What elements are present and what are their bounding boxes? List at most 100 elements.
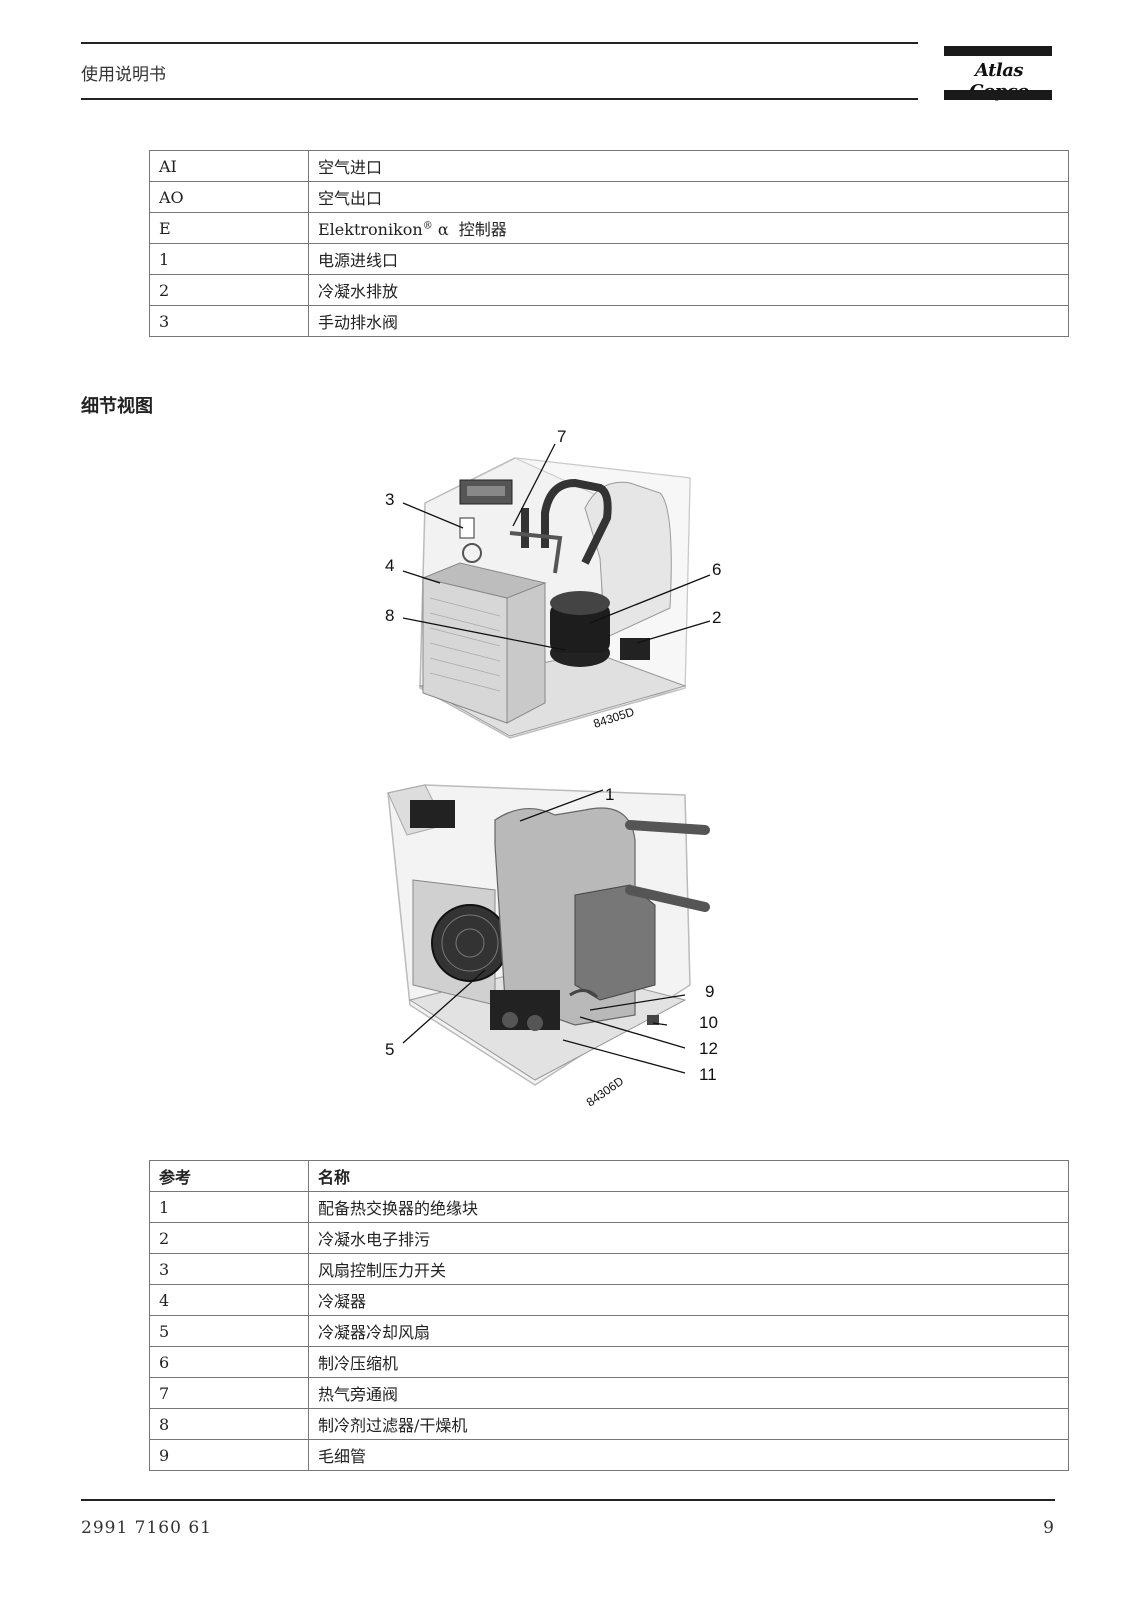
page-number: 9	[1043, 1518, 1054, 1538]
compressor	[550, 603, 610, 653]
controller-name: Elektronikon	[318, 220, 423, 239]
name-cell: 冷凝器冷却风扇	[308, 1315, 1069, 1347]
name-cell: 风扇控制压力开关	[308, 1253, 1069, 1285]
compressor-top	[550, 591, 610, 615]
name-cell: 电源进线口	[308, 243, 1069, 275]
fitting	[502, 1012, 518, 1028]
callout-12: 12	[699, 1039, 718, 1058]
callout-leaders	[402, 443, 711, 651]
fan-guard-inner	[455, 928, 485, 958]
ref-cell: AI	[149, 150, 309, 182]
capillary-tube	[569, 989, 599, 999]
name-cell: 制冷剂过滤器/干燥机	[308, 1408, 1069, 1440]
ref-cell: AO	[149, 181, 309, 213]
name-cell: 冷凝水电子排污	[308, 1222, 1069, 1254]
condenser-side	[506, 582, 546, 724]
electronic-drain	[620, 638, 650, 660]
header-rule-bottom	[81, 98, 918, 100]
terminal-box	[410, 800, 455, 828]
ref-cell: 6	[149, 1346, 309, 1378]
ref-cell: 7	[149, 1377, 309, 1409]
callout-1: 1	[605, 785, 614, 804]
header-name: 名称	[308, 1160, 1069, 1192]
ref-cell: 3	[149, 1253, 309, 1285]
table-row: 2 冷凝水排放	[149, 274, 1069, 306]
callout-5: 5	[385, 1040, 394, 1059]
table-header-row: 参考 名称	[149, 1160, 1069, 1192]
refrigerant-pipe	[521, 478, 612, 565]
name-cell: 空气进口	[308, 150, 1069, 182]
callout-leaders	[402, 789, 686, 1074]
header-ref: 参考	[149, 1160, 309, 1192]
dryer-illustration-top: 7 3 4 6 8 2 84305D	[385, 427, 721, 739]
ref-cell: 3	[149, 305, 309, 337]
name-cell: Elektronikon® α 控制器	[308, 212, 1069, 244]
name-cell: 手动排水阀	[308, 305, 1069, 337]
ref-cell: 1	[149, 243, 309, 275]
callout-9: 9	[705, 982, 714, 1001]
name-cell: 配备热交换器的绝缘块	[308, 1191, 1069, 1223]
callout-8: 8	[385, 606, 394, 625]
callout-4: 4	[385, 556, 394, 575]
ref-cell: 8	[149, 1408, 309, 1440]
ref-cell: 4	[149, 1284, 309, 1316]
compressor-unit	[490, 990, 560, 1030]
header-rule-top	[81, 42, 918, 44]
document-title: 使用说明书	[81, 65, 166, 85]
table-row: AI 空气进口	[149, 150, 1069, 182]
name-cell: 毛细管	[308, 1439, 1069, 1471]
pressure-switch	[459, 517, 475, 539]
ref-cell: 2	[149, 274, 309, 306]
table-row: 1 电源进线口	[149, 243, 1069, 275]
connections-table: AI 空气进口 AO 空气出口 E Elektronikon® α 控制器 1 …	[149, 150, 1069, 337]
controller-screen	[467, 486, 505, 496]
table-row: E Elektronikon® α 控制器	[149, 212, 1069, 244]
controller-suffix: α 控制器	[432, 220, 507, 239]
ref-cell: 2	[149, 1222, 309, 1254]
table-row: 3 手动排水阀	[149, 305, 1069, 337]
document-number: 2991 7160 61	[81, 1518, 212, 1538]
atlas-copco-logo: Atlas Copco	[944, 46, 1054, 102]
callout-2: 2	[712, 608, 721, 627]
dryer-illustration-bottom: 1 9 10 5 12 11 84306D	[385, 784, 718, 1110]
air-pipes	[625, 820, 710, 912]
ref-cell: 1	[149, 1191, 309, 1223]
fan-guard	[441, 914, 499, 972]
logo-bar-bottom	[944, 90, 1052, 100]
ref-cell: 9	[149, 1439, 309, 1471]
condenser-grille	[429, 597, 501, 692]
callout-10: 10	[699, 1013, 718, 1032]
registered-mark: ®	[422, 220, 433, 232]
fitting	[527, 1015, 543, 1031]
detail-view-figure-top: 7 3 4 6 8 2 84305D	[385, 427, 745, 753]
section-title: 细节视图	[81, 396, 153, 417]
callout-7: 7	[557, 427, 566, 446]
name-cell: 空气出口	[308, 181, 1069, 213]
callout-6: 6	[712, 560, 721, 579]
logo-bar-top	[944, 46, 1052, 56]
drain-valve	[647, 1015, 659, 1025]
detail-view-figure-bottom: 1 9 10 5 12 11 84306D	[385, 784, 745, 1135]
footer-rule	[81, 1499, 1055, 1501]
fan-switch-ring	[462, 543, 482, 563]
callout-3: 3	[385, 490, 394, 509]
name-cell: 冷凝水排放	[308, 274, 1069, 306]
ref-cell: E	[149, 212, 309, 244]
callout-11: 11	[699, 1065, 717, 1084]
separator-module	[574, 884, 656, 1001]
ref-cell: 5	[149, 1315, 309, 1347]
table-row: AO 空气出口	[149, 181, 1069, 213]
figure-code: 84306D	[584, 1074, 627, 1110]
name-cell: 冷凝器	[308, 1284, 1069, 1316]
name-cell: 热气旁通阀	[308, 1377, 1069, 1409]
